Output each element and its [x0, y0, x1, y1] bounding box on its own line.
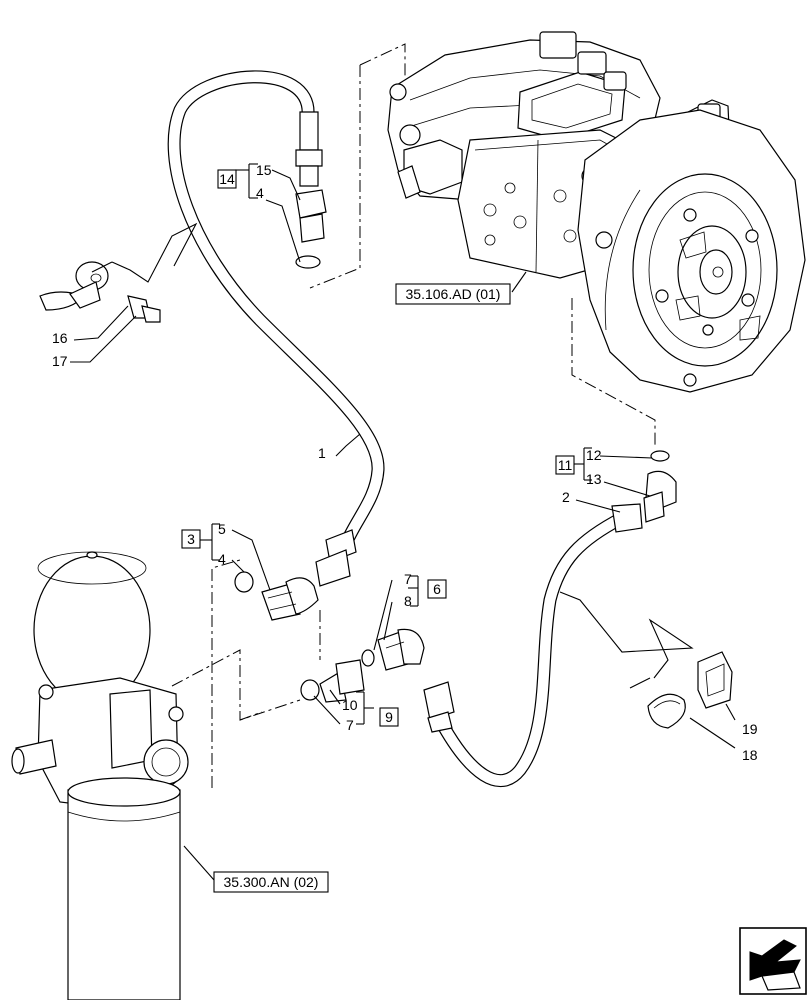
callout-3: 3 [187, 531, 195, 547]
callout-18: 18 [742, 747, 758, 763]
elbow-fitting-8 [361, 628, 425, 671]
callout-11: 11 [558, 457, 573, 473]
hose-1 [167, 70, 385, 587]
callout-4-top: 4 [256, 185, 264, 201]
bolt-17 [127, 295, 161, 323]
callout-17: 17 [52, 353, 68, 369]
callout-9: 9 [385, 709, 393, 725]
callouts: 14 15 4 16 17 1 3 5 4 6 7 8 10 7 9 11 12… [52, 162, 758, 893]
callout-7-bottom: 7 [346, 717, 354, 733]
arrow-icon[interactable] [739, 927, 807, 995]
clip-19 [697, 651, 733, 709]
callout-14: 14 [219, 171, 235, 187]
callout-6: 6 [433, 581, 441, 597]
ref-transmission[interactable]: 35.106.AD (01) [406, 286, 501, 302]
callout-2: 2 [562, 489, 570, 505]
callout-16: 16 [52, 330, 68, 346]
oil-filter-assembly [11, 551, 189, 1000]
callout-10: 10 [342, 697, 358, 713]
elbow-fitting-5 [234, 571, 319, 621]
callout-19: 19 [742, 721, 758, 737]
callout-15: 15 [256, 162, 272, 178]
transmission-assembly [387, 31, 806, 393]
hose-2 [423, 503, 643, 787]
elbow-fitting-13 [643, 450, 677, 523]
connection-lines [171, 43, 656, 788]
fitting-10 [300, 659, 365, 703]
callout-1: 1 [318, 445, 326, 461]
ref-filter[interactable]: 35.300.AN (02) [224, 874, 319, 890]
leader-lines [70, 163, 736, 881]
callout-4-mid: 4 [218, 551, 226, 567]
callout-13: 13 [586, 471, 602, 487]
callout-7-top: 7 [404, 571, 412, 587]
clip-16 [39, 261, 109, 311]
callout-5: 5 [218, 521, 226, 537]
clamp-18 [647, 693, 686, 729]
callout-8: 8 [404, 593, 412, 609]
callout-12: 12 [586, 447, 602, 463]
